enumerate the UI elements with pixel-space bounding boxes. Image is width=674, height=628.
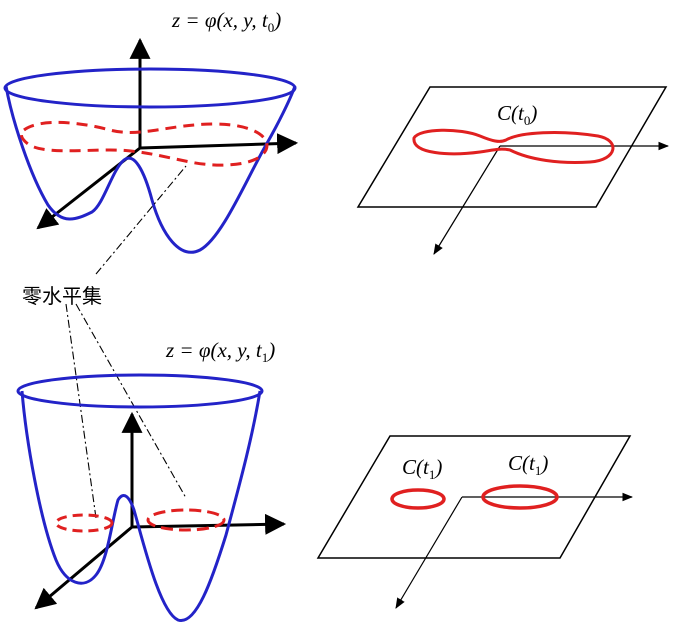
bottom-curve-c-t1-left <box>390 488 446 510</box>
top-surface-profile <box>4 85 297 254</box>
top-x-axis <box>139 133 299 155</box>
top-plane <box>356 86 668 208</box>
bottom-plane-group <box>316 435 634 609</box>
bottom-surface-group <box>16 373 287 622</box>
bottom-x-axis <box>131 513 287 535</box>
top-level-set-dashed <box>19 121 269 167</box>
bottom-surface-rim <box>16 373 264 409</box>
leader-to-bottom-right <box>75 303 187 499</box>
curve-label-top: C(t0) <box>497 101 537 128</box>
bottom-plane <box>316 435 632 559</box>
top-plane-y-axis <box>433 145 501 255</box>
top-plane-group <box>356 86 670 255</box>
zero-level-set-label: 零水平集 <box>22 284 102 308</box>
curve-label-bottom-right: C(t1) <box>508 451 548 478</box>
top-surface-rim <box>3 67 297 109</box>
leader-to-bottom-left <box>65 303 97 519</box>
leader-to-top <box>95 165 187 275</box>
top-surface-group <box>3 37 299 254</box>
bottom-equation: z = φ(x, y, t1) <box>165 338 275 365</box>
top-curve-c-t0 <box>412 128 615 164</box>
bottom-surface-profile <box>20 390 262 622</box>
bottom-curve-c-t1-right <box>481 484 559 510</box>
bottom-y-axis <box>34 525 133 610</box>
top-equation: z = φ(x, y, t0) <box>171 8 281 35</box>
bottom-plane-y-axis <box>395 496 463 609</box>
bottom-level-set-left <box>54 513 114 533</box>
bottom-level-set-right <box>146 508 226 532</box>
curve-label-bottom-left: C(t1) <box>402 455 442 482</box>
leader-lines <box>65 165 187 519</box>
